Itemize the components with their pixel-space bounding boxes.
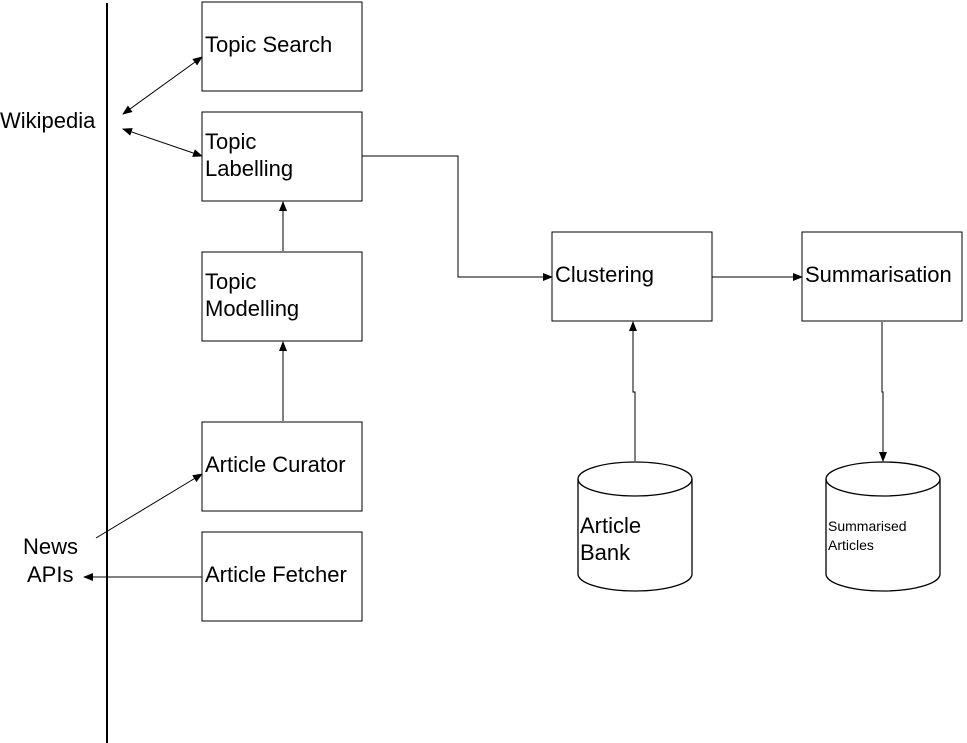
news-apis-line-1: News [23,534,78,559]
topic-modelling-line-2: Modelling [205,296,299,321]
edge-wikipedia-topic-search [122,56,203,115]
article-fetcher-box [201,531,363,622]
news-apis-line-2: APIs [27,562,73,587]
article-curator-label: Article Curator [205,452,346,477]
topic-labelling-line-2: Labelling [205,156,293,181]
topic-modelling-line-1: Topic [205,269,256,294]
topic-search-box [201,1,363,92]
article-fetcher-label: Article Fetcher [205,562,347,587]
edge-summarisation-to-summarised-articles [879,322,887,462]
summarised-articles-line-2: Articles [828,537,874,553]
edge-labelling-to-clustering [362,155,553,281]
topic-labelling-node: Topic Labelling [201,111,363,202]
article-bank-database: Article Bank [577,461,693,592]
edge-news-apis-to-curator [95,473,203,539]
clustering-node: Clustering [551,231,713,322]
summarisation-node: Summarisation [801,231,963,322]
article-bank-line-1: Article [580,513,641,538]
topic-modelling-box [201,251,363,342]
clustering-box [551,231,713,322]
edge-article-bank-to-clustering [629,321,637,461]
article-bank-cylinder-rim [577,478,693,497]
article-bank-line-2: Bank [580,540,631,565]
summarisation-label: Summarisation [805,262,952,287]
summarised-articles-line-1: Summarised [828,518,907,534]
topic-labelling-line-1: Topic [205,129,256,154]
topic-search-node: Topic Search [201,1,363,92]
wikipedia-label: Wikipedia [0,108,96,133]
article-curator-box [201,421,363,512]
summarisation-box [801,231,963,322]
article-curator-node: Article Curator [201,421,363,512]
summarised-articles-cylinder-rim [825,478,941,497]
edge-wikipedia-topic-labelling [122,128,203,157]
article-fetcher-node: Article Fetcher [201,531,363,622]
news-apis-label: News APIs [23,534,78,587]
clustering-label: Clustering [555,262,654,287]
summarised-articles-database: Summarised Articles [825,461,941,592]
topic-modelling-node: Topic Modelling [201,251,363,342]
topic-search-label: Topic Search [205,32,332,57]
topic-labelling-box [201,111,363,202]
